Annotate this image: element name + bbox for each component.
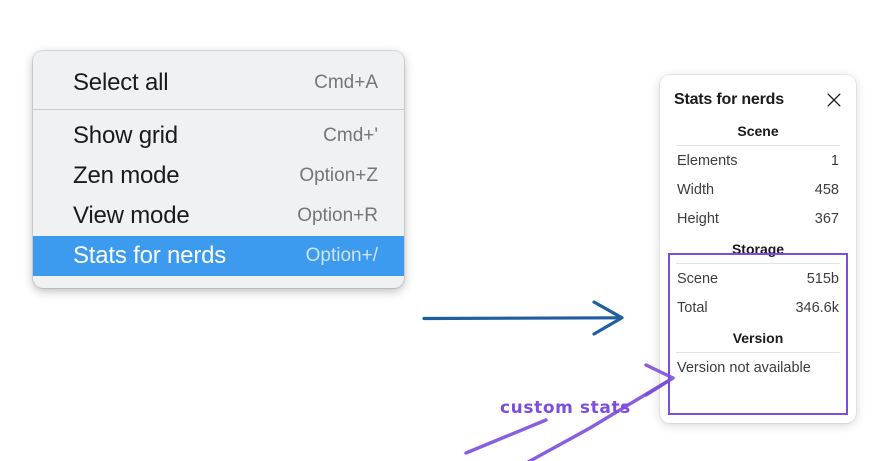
- menu-item-shortcut: Cmd+': [323, 125, 378, 146]
- menu-item-view-mode[interactable]: View mode Option+R: [33, 196, 404, 236]
- stat-value: 458: [814, 181, 839, 198]
- stat-value: 367: [814, 210, 839, 227]
- stats-for-nerds-panel[interactable]: Stats for nerds Scene Elements 1 Width 4…: [660, 75, 856, 423]
- section-heading: Scene: [737, 123, 779, 139]
- stat-value: 346.6k: [795, 299, 839, 316]
- menu-item-select-all[interactable]: Select all Cmd+A: [33, 63, 404, 103]
- close-icon[interactable]: [826, 92, 842, 108]
- stat-key: Width: [677, 181, 715, 198]
- menu-item-zen-mode[interactable]: Zen mode Option+Z: [33, 156, 404, 196]
- panel-title: Stats for nerds: [674, 91, 784, 108]
- section-rule: [676, 263, 840, 264]
- menu-item-label: Show grid: [73, 122, 178, 149]
- stat-value: 1: [830, 152, 839, 169]
- stat-row: Elements 1: [674, 146, 842, 175]
- stats-section-scene: Scene Elements 1 Width 458 Height 367: [674, 115, 842, 233]
- callout-label: custom stats: [500, 398, 631, 418]
- section-rule: [676, 145, 840, 146]
- stat-row: Total 346.6k: [674, 293, 842, 322]
- section-rule: [676, 352, 840, 353]
- menu-item-show-grid[interactable]: Show grid Cmd+': [33, 116, 404, 156]
- menu-item-shortcut: Option+/: [305, 245, 378, 266]
- menu-group-1: Select all Cmd+A: [33, 57, 404, 109]
- stat-row: Width 458: [674, 175, 842, 204]
- stat-value: 515b: [806, 270, 839, 287]
- panel-header: Stats for nerds: [674, 85, 842, 115]
- stat-key: Scene: [677, 270, 719, 287]
- stat-row: Height 367: [674, 204, 842, 233]
- menu-item-label: Zen mode: [73, 162, 180, 189]
- stat-row: Scene 515b: [674, 264, 842, 293]
- menu-item-label: Select all: [73, 69, 169, 96]
- version-value: Version not available: [677, 359, 811, 376]
- section-heading: Version: [732, 330, 784, 346]
- stat-key: Height: [677, 210, 719, 227]
- stat-key: Elements: [677, 152, 738, 169]
- menu-item-shortcut: Option+Z: [299, 165, 378, 186]
- context-menu[interactable]: Select all Cmd+A Show grid Cmd+' Zen mod…: [33, 51, 404, 288]
- stats-section-storage: Storage Scene 515b Total 346.6k: [674, 233, 842, 322]
- menu-item-label: Stats for nerds: [73, 242, 227, 269]
- callout-arrows: [464, 363, 675, 461]
- menu-item-stats-for-nerds[interactable]: Stats for nerds Option+/: [33, 236, 404, 276]
- menu-item-shortcut: Option+R: [297, 205, 378, 226]
- menu-group-2: Show grid Cmd+' Zen mode Option+Z View m…: [33, 110, 404, 282]
- menu-item-label: View mode: [73, 202, 190, 229]
- flow-arrow-icon: [422, 300, 624, 336]
- menu-item-shortcut: Cmd+A: [314, 72, 378, 93]
- stat-key: Total: [677, 299, 708, 316]
- section-heading: Storage: [731, 241, 785, 257]
- stats-section-version: Version Version not available: [674, 322, 842, 382]
- menu-separator: [33, 109, 404, 110]
